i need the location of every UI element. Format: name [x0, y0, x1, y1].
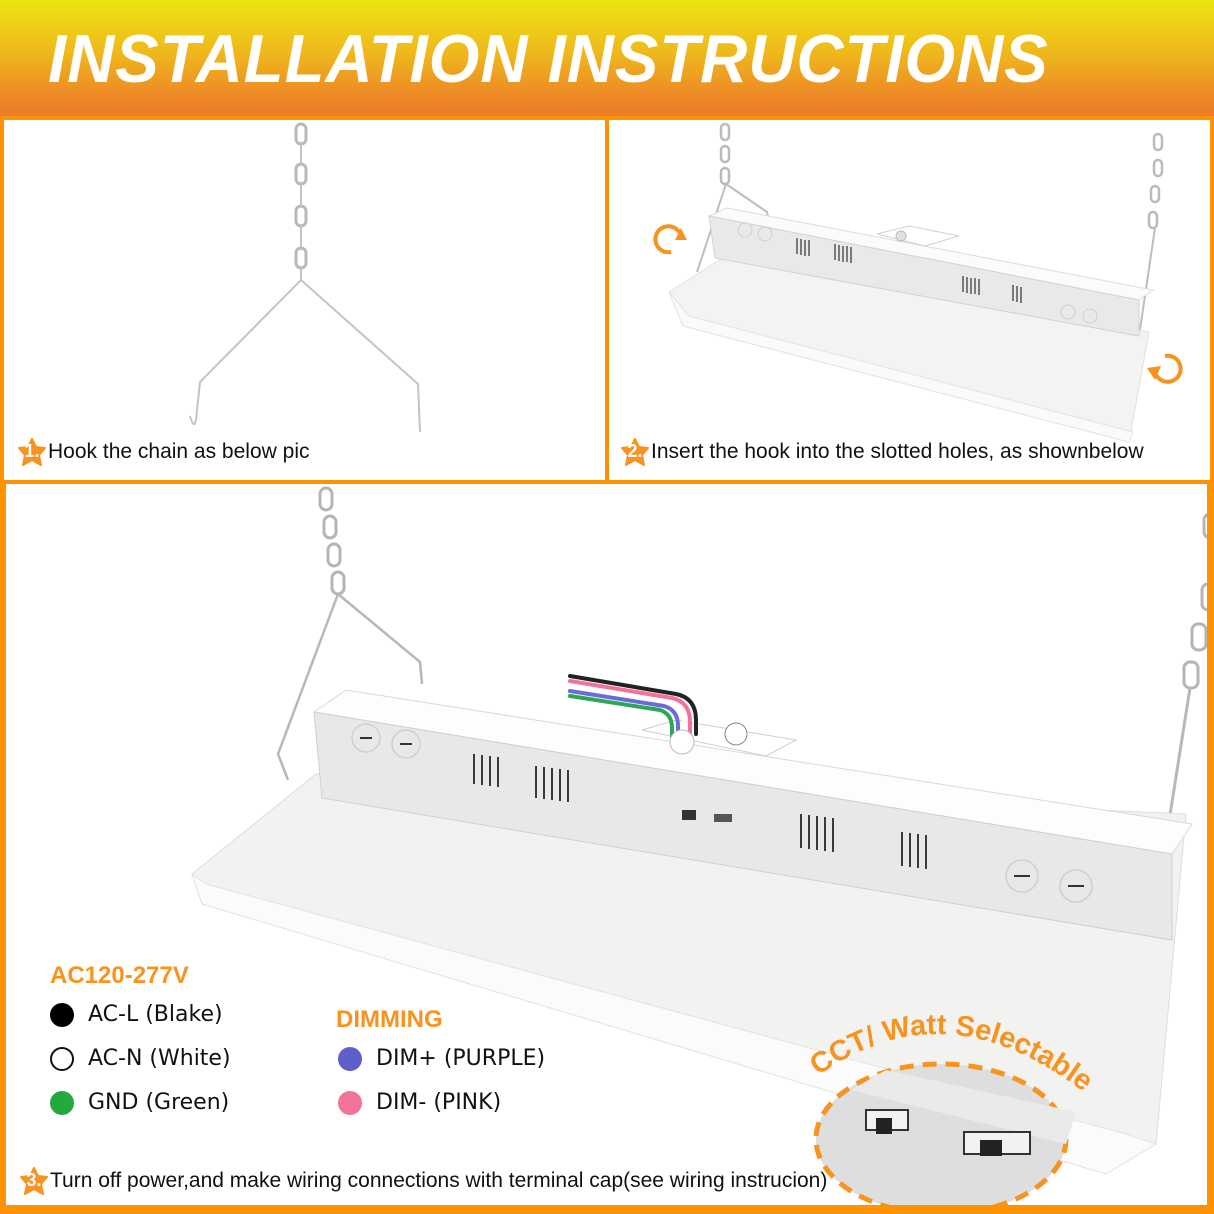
step-1-panel: 1. Hook the chain as below pic [0, 116, 609, 484]
step-3-caption: 3. Turn off power,and make wiring connec… [20, 1167, 827, 1195]
fixture-hanging-illustration [653, 122, 1183, 443]
step-1-caption: 1. Hook the chain as below pic [18, 438, 310, 466]
step-3-panel: CCT/ Watt Selectable AC120-277V AC-L (Bl… [0, 480, 1214, 1214]
step-number-star-icon: 1. [18, 438, 46, 466]
legend-item-gnd: GND (Green) [50, 1090, 229, 1115]
cct-label-arc: CCT/ Watt Selectable [804, 1009, 1099, 1098]
white-wire-dot-icon [50, 1046, 74, 1071]
black-wire-dot-icon [50, 1002, 74, 1027]
legend-item-dim-minus: DIM- (PINK) [338, 1090, 501, 1115]
power-legend-title: AC120-277V [50, 962, 189, 989]
step-number-star-icon: 3. [20, 1167, 48, 1195]
dip-switch-zoom-icon [813, 1061, 1076, 1205]
pink-wire-dot-icon [338, 1090, 362, 1115]
legend-item-dim-plus: DIM+ (PURPLE) [338, 1046, 545, 1071]
dimming-legend-title: DIMMING [336, 1006, 443, 1033]
step-number-star-icon: 2. [621, 438, 649, 466]
green-wire-dot-icon [50, 1090, 74, 1115]
legend-item-ac-l: AC-L (Blake) [50, 1002, 223, 1027]
legend-item-ac-n: AC-N (White) [50, 1046, 231, 1071]
cct-watt-callout: CCT/ Watt Selectable [796, 994, 1106, 1205]
chain-hook-illustration [189, 122, 421, 433]
purple-wire-dot-icon [338, 1046, 362, 1071]
step-2-caption: 2. Insert the hook into the slotted hole… [621, 438, 1144, 466]
step-3-text: Turn off power,and make wiring connectio… [50, 1169, 828, 1192]
step-2-text: Insert the hook into the slotted holes, … [651, 440, 1144, 463]
step-2-panel: 2. Insert the hook into the slotted hole… [605, 116, 1214, 484]
page-title: INSTALLATION INSTRUCTIONS [48, 21, 1049, 97]
step-1-text: Hook the chain as below pic [48, 440, 310, 463]
svg-text:CCT/ Watt Selectable: CCT/ Watt Selectable [804, 1009, 1099, 1098]
header-banner: INSTALLATION INSTRUCTIONS [0, 0, 1214, 118]
